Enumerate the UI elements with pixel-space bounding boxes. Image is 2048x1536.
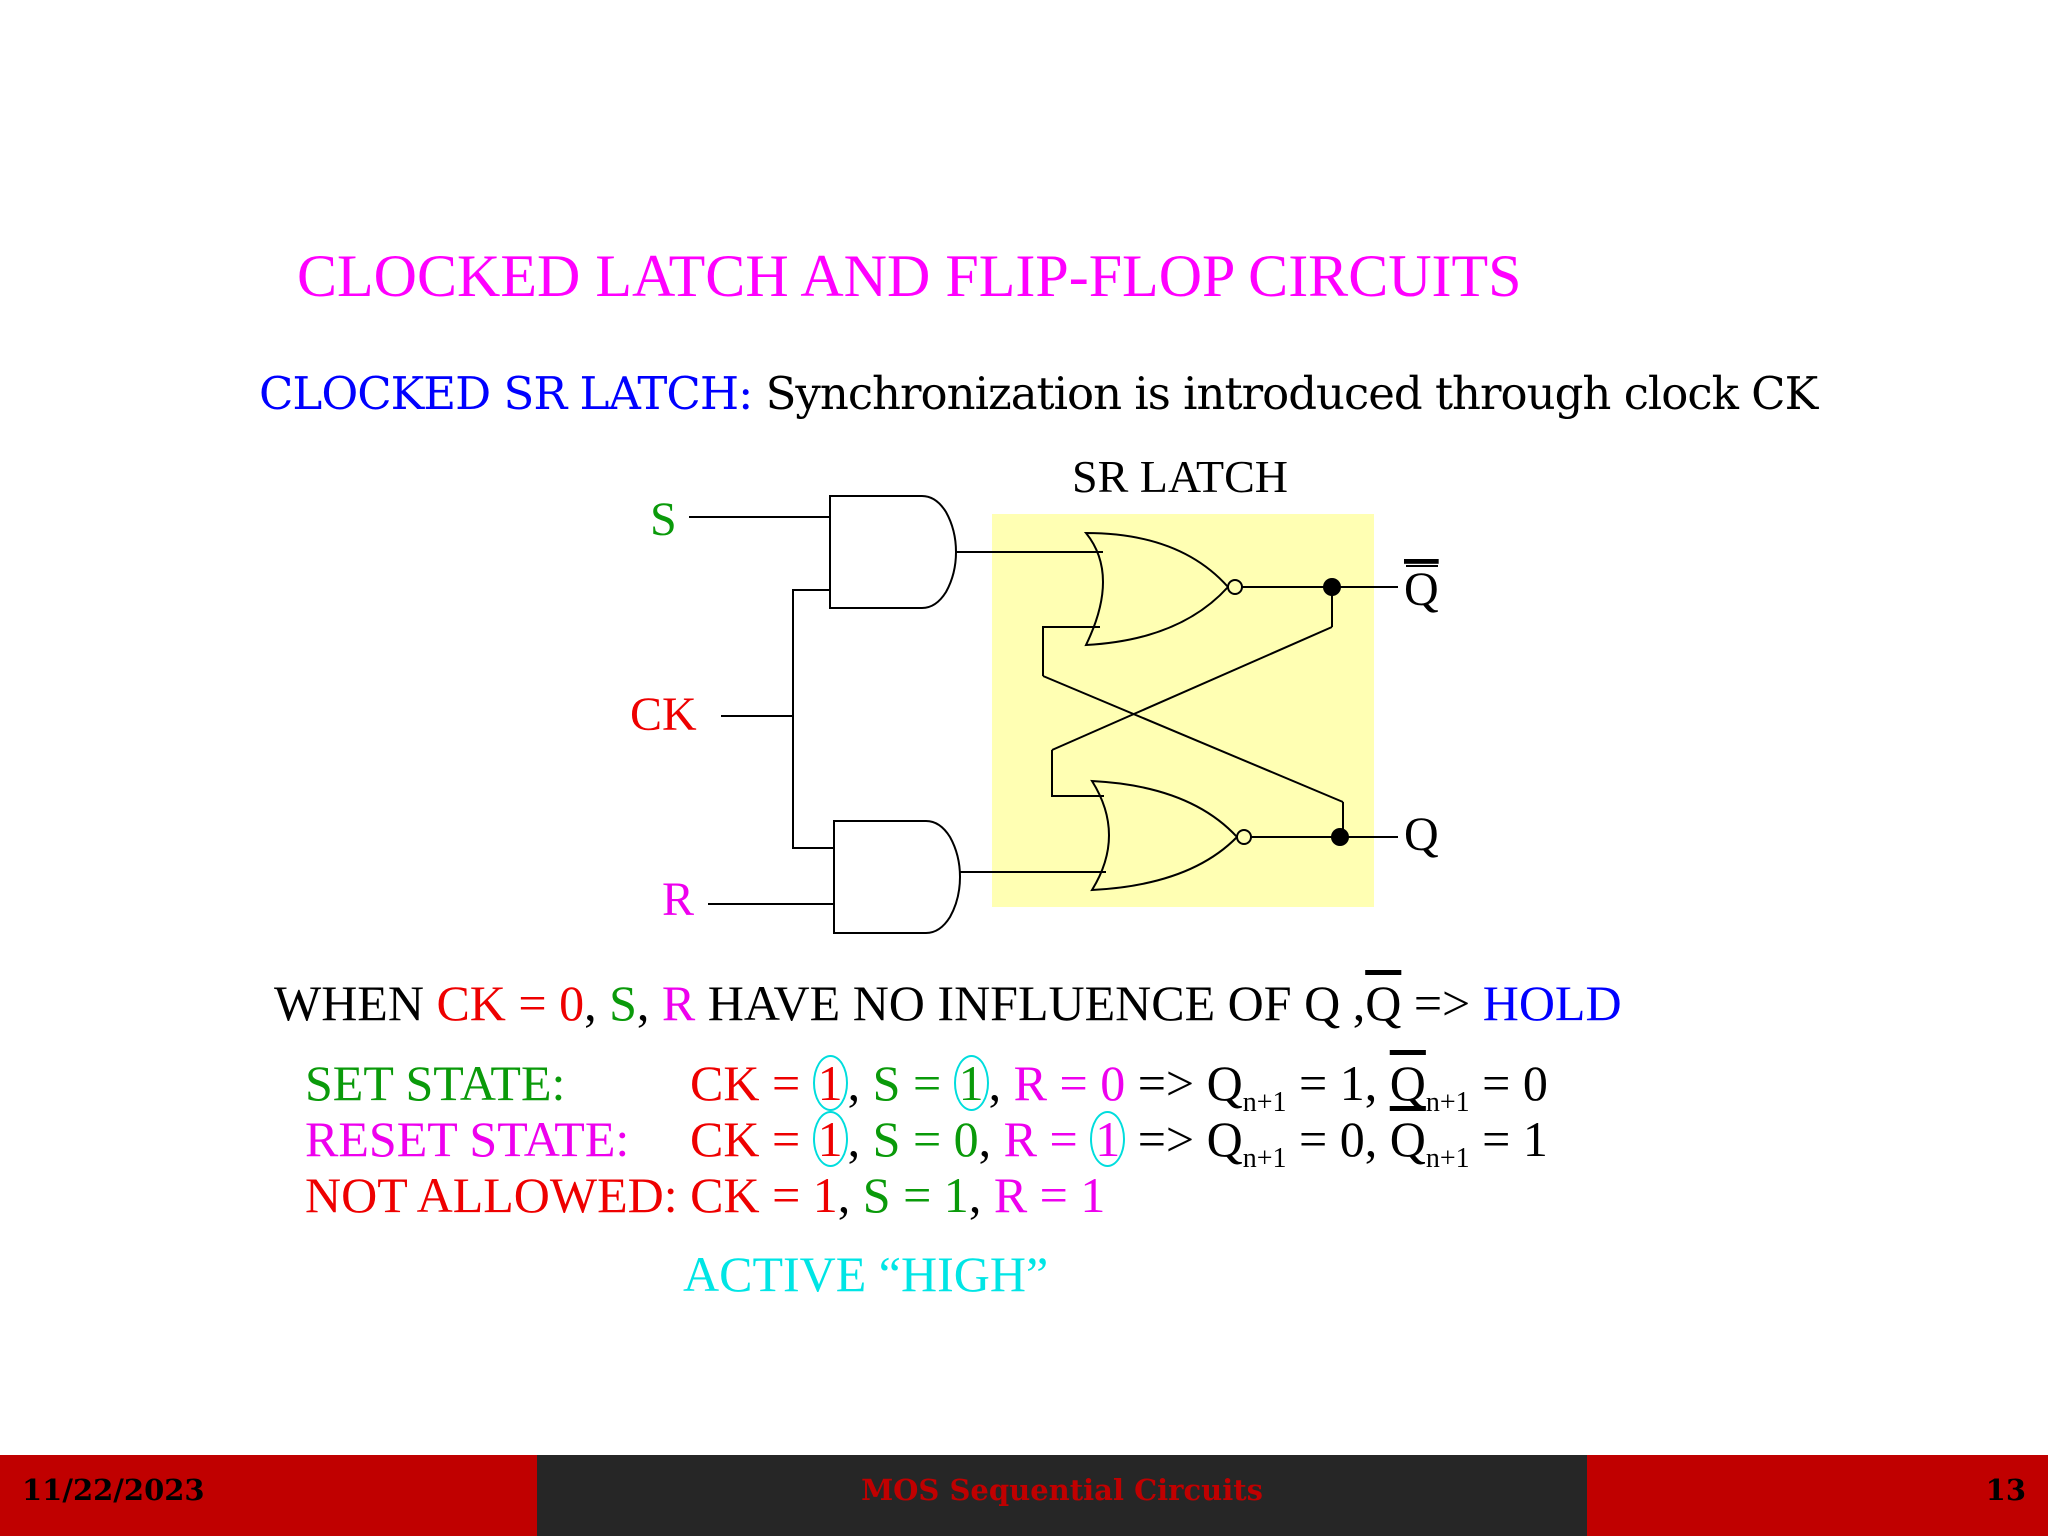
set-state-line: CK = 1, S = 1, R = 0 => Qn+1 = 1, Qn+1 =… <box>690 1054 1548 1119</box>
footer-left-panel: 11/22/2023 <box>0 1455 537 1536</box>
subtitle-label: CLOCKED SR LATCH: <box>259 367 753 420</box>
reset-arrow-q: => Q <box>1125 1111 1243 1167</box>
feedback-top-in <box>1042 626 1100 676</box>
set-qbar-subscript: n+1 <box>1425 1087 1470 1118</box>
slide-footer: 11/22/2023 MOS Sequential Circuits 13 <box>0 1455 2048 1536</box>
reset-q-value: = 0, <box>1286 1111 1390 1167</box>
not-allowed-comma-2: , <box>968 1167 994 1223</box>
qbar-junction <box>1323 578 1341 596</box>
feedback-diag-1 <box>1042 675 1344 803</box>
reset-s: S = 0 <box>872 1111 979 1167</box>
set-comma-1: , <box>847 1055 873 1111</box>
set-comma-2: , <box>988 1055 1014 1111</box>
output-qbar-label: Q <box>1404 563 1439 616</box>
input-ck-label: CK <box>630 688 697 741</box>
and-gate-bottom <box>833 820 962 934</box>
set-ck: CK = <box>690 1055 813 1111</box>
set-s: S = <box>872 1055 954 1111</box>
subtitle-text: Synchronization is introduced through cl… <box>752 367 1819 420</box>
not-allowed-line: NOT ALLOWED: CK = 1, S = 1, R = 1 <box>305 1166 1105 1224</box>
slide-subtitle: CLOCKED SR LATCH: Synchronization is int… <box>259 367 1819 420</box>
when-s: S <box>609 975 637 1031</box>
nor-gate-bottom <box>1090 779 1239 892</box>
when-ck: CK = 0 <box>436 975 585 1031</box>
not-allowed-ck: CK = 1 <box>677 1167 838 1223</box>
reset-comma-1: , <box>847 1111 873 1167</box>
set-r: R = 0 <box>1013 1055 1126 1111</box>
when-comma-2: , <box>636 975 662 1031</box>
reset-q-subscript: n+1 <box>1242 1143 1287 1174</box>
not-allowed-r: R = 1 <box>993 1167 1106 1223</box>
not-allowed-s: S = 1 <box>862 1167 969 1223</box>
not-allowed-label: NOT ALLOWED: <box>305 1167 678 1223</box>
reset-comma-2: , <box>978 1111 1004 1167</box>
nor-top-bubble <box>1227 579 1243 595</box>
when-hold: HOLD <box>1482 975 1622 1031</box>
reset-ck: CK = <box>690 1111 813 1167</box>
reset-state-line: CK = 1, S = 0, R = 1 => Qn+1 = 0, Qn+1 =… <box>690 1110 1548 1175</box>
footer-right-panel: 13 <box>1587 1455 2048 1536</box>
footer-title: MOS Sequential Circuits <box>861 1473 1263 1507</box>
and-gate-top <box>829 495 958 609</box>
set-s-value: 1 <box>953 1055 989 1111</box>
nor-gate-top <box>1083 531 1230 647</box>
set-qbar-value: = 0 <box>1469 1055 1548 1111</box>
nor-bottom-bubble <box>1236 829 1252 845</box>
reset-state-label: RESET STATE: <box>305 1111 630 1167</box>
when-line: WHEN CK = 0, S, R HAVE NO INFLUENCE OF Q… <box>274 974 1622 1032</box>
footer-center-panel: MOS Sequential Circuits <box>537 1455 1587 1536</box>
when-qbar: Q <box>1365 975 1402 1031</box>
set-state-label: SET STATE: <box>305 1055 566 1111</box>
set-arrow-q: => Q <box>1125 1055 1243 1111</box>
set-ck-value: 1 <box>812 1055 848 1111</box>
reset-ck-value: 1 <box>812 1111 848 1167</box>
when-r: R <box>661 975 696 1031</box>
reset-r: R = <box>1003 1111 1091 1167</box>
reset-r-value: 1 <box>1090 1111 1126 1167</box>
active-high-note: ACTIVE “HIGH” <box>683 1246 1049 1302</box>
input-s-label: S <box>650 493 677 546</box>
q-junction <box>1331 828 1349 846</box>
reset-qbar-subscript: n+1 <box>1425 1143 1470 1174</box>
not-allowed-comma-1: , <box>837 1167 863 1223</box>
when-comma-1: , <box>584 975 610 1031</box>
feedback-bottom-in <box>1051 750 1104 797</box>
set-qbar: Q <box>1389 1055 1426 1111</box>
set-q-value: = 1, <box>1286 1055 1390 1111</box>
input-r-label: R <box>662 873 694 926</box>
reset-qbar: Q <box>1389 1111 1426 1167</box>
set-q-subscript: n+1 <box>1242 1087 1287 1118</box>
footer-date: 11/22/2023 <box>22 1473 205 1507</box>
slide-title: CLOCKED LATCH AND FLIP-FLOP CIRCUITS <box>297 243 1522 309</box>
footer-page-number: 13 <box>1985 1473 2026 1507</box>
when-influence-text: HAVE NO INFLUENCE OF Q , <box>695 975 1366 1031</box>
feedback-diag-2 <box>1051 626 1333 751</box>
latch-label: SR LATCH <box>1072 451 1288 502</box>
when-arrow: => <box>1401 975 1483 1031</box>
reset-qbar-value: = 1 <box>1469 1111 1548 1167</box>
ck-branch <box>792 589 834 849</box>
when-text: WHEN <box>274 975 437 1031</box>
output-q-label: Q <box>1404 808 1439 861</box>
